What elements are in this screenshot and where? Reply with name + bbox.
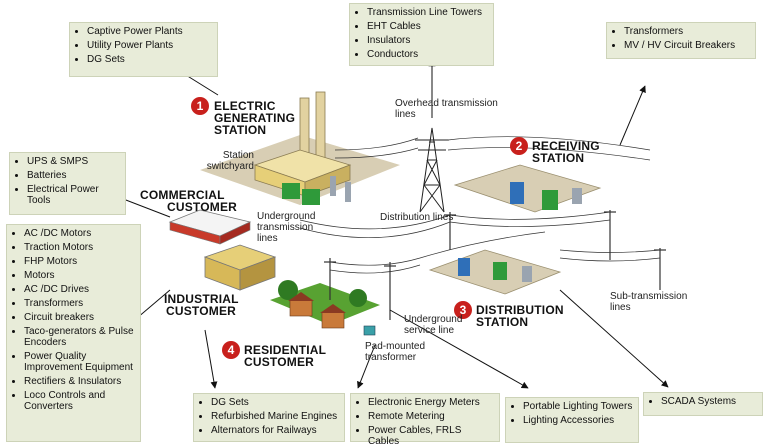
list-item: Captive Power Plants bbox=[87, 26, 213, 37]
station-1-badge: 1 bbox=[191, 97, 209, 115]
commercial-building-illustration bbox=[168, 209, 252, 245]
list-item: Transmission Line Towers bbox=[367, 7, 489, 18]
list-item: Alternators for Railways bbox=[211, 425, 340, 436]
arrow-lighting bbox=[389, 309, 529, 389]
generating-equipment-box: Captive Power PlantsUtility Power Plants… bbox=[69, 22, 218, 77]
list-item: Electrical Power Tools bbox=[27, 184, 121, 206]
receiving-equipment-box: Transformers MV / HV Circuit Breakers bbox=[606, 22, 756, 59]
meters-list: Electronic Energy MetersRemote MeteringP… bbox=[356, 397, 495, 447]
list-item: Conductors bbox=[367, 49, 489, 60]
station-2-badge: 2 bbox=[510, 137, 528, 155]
receiving-list: Transformers MV / HV Circuit Breakers bbox=[612, 26, 751, 51]
distribution-station-illustration bbox=[428, 249, 562, 295]
meters-equipment-box: Electronic Energy MetersRemote MeteringP… bbox=[350, 393, 500, 447]
arrow-residential bbox=[204, 329, 218, 389]
residential-equipment-box: DG SetsRefurbished Marine EnginesAlterna… bbox=[193, 393, 345, 442]
lighting-equipment-box: Portable Lighting TowersLighting Accesso… bbox=[505, 397, 639, 443]
list-item: Traction Motors bbox=[24, 242, 136, 253]
list-item: Batteries bbox=[27, 170, 121, 181]
list-item: SCADA Systems bbox=[661, 396, 758, 407]
list-item: Circuit breakers bbox=[24, 312, 136, 323]
list-item: Lighting Accessories bbox=[523, 415, 634, 426]
generating-list: Captive Power PlantsUtility Power Plants… bbox=[75, 26, 213, 65]
station-3-badge: 3 bbox=[454, 301, 472, 319]
industrial-list: AC /DC MotorsTraction MotorsFHP MotorsMo… bbox=[12, 228, 136, 412]
commercial-list: UPS & SMPS BatteriesElectrical Power Tool… bbox=[15, 156, 121, 206]
commercial-equipment-box: UPS & SMPS BatteriesElectrical Power Tool… bbox=[9, 152, 126, 215]
list-item: Utility Power Plants bbox=[87, 40, 213, 51]
power-lines bbox=[299, 136, 661, 274]
list-item: DG Sets bbox=[211, 397, 340, 408]
transmission-tower-illustration bbox=[415, 127, 449, 213]
list-item: Rectifiers & Insulators bbox=[24, 376, 136, 387]
generating-station-illustration bbox=[200, 91, 400, 205]
list-item: Electronic Energy Meters bbox=[368, 397, 495, 408]
residential-area-illustration bbox=[270, 280, 380, 336]
list-item: Power Cables, FRLS Cables bbox=[368, 425, 495, 447]
list-item: Portable Lighting Towers bbox=[523, 401, 634, 412]
list-item: Power Quality Improvement Equipment bbox=[24, 351, 136, 373]
list-item: Loco Controls and Converters bbox=[24, 390, 136, 412]
station-4-badge: 4 bbox=[222, 341, 240, 359]
list-item: UPS & SMPS bbox=[27, 156, 121, 167]
list-item: AC /DC Motors bbox=[24, 228, 136, 239]
list-item: DG Sets bbox=[87, 54, 213, 65]
transmission-list: Transmission Line TowersEHT CablesInsula… bbox=[355, 7, 489, 60]
arrow-receiving bbox=[619, 85, 646, 146]
list-item: MV / HV Circuit Breakers bbox=[624, 40, 751, 51]
list-item: Refurbished Marine Engines bbox=[211, 411, 340, 422]
scada-list: SCADA Systems bbox=[649, 396, 758, 407]
list-item: Taco-generators & Pulse Encoders bbox=[24, 326, 136, 348]
scada-equipment-box: SCADA Systems bbox=[643, 392, 763, 416]
arrow-scada bbox=[559, 289, 669, 388]
industrial-equipment-box: AC /DC MotorsTraction MotorsFHP MotorsMo… bbox=[6, 224, 141, 442]
lighting-list: Portable Lighting TowersLighting Accesso… bbox=[511, 401, 634, 426]
list-item: AC /DC Drives bbox=[24, 284, 136, 295]
arrow-meters bbox=[357, 344, 376, 389]
list-item: FHP Motors bbox=[24, 256, 136, 267]
list-item: Motors bbox=[24, 270, 136, 281]
list-item: Transformers bbox=[24, 298, 136, 309]
list-item: EHT Cables bbox=[367, 21, 489, 32]
list-item: Insulators bbox=[367, 35, 489, 46]
industrial-building-illustration bbox=[203, 244, 277, 291]
list-item: Remote Metering bbox=[368, 411, 495, 422]
distribution-lines-label: Distribution lines bbox=[380, 212, 454, 223]
transmission-equipment-box: Transmission Line TowersEHT CablesInsula… bbox=[349, 3, 494, 66]
receiving-station-illustration bbox=[453, 164, 602, 213]
list-item: Transformers bbox=[624, 26, 751, 37]
residential-list: DG SetsRefurbished Marine EnginesAlterna… bbox=[199, 397, 340, 436]
